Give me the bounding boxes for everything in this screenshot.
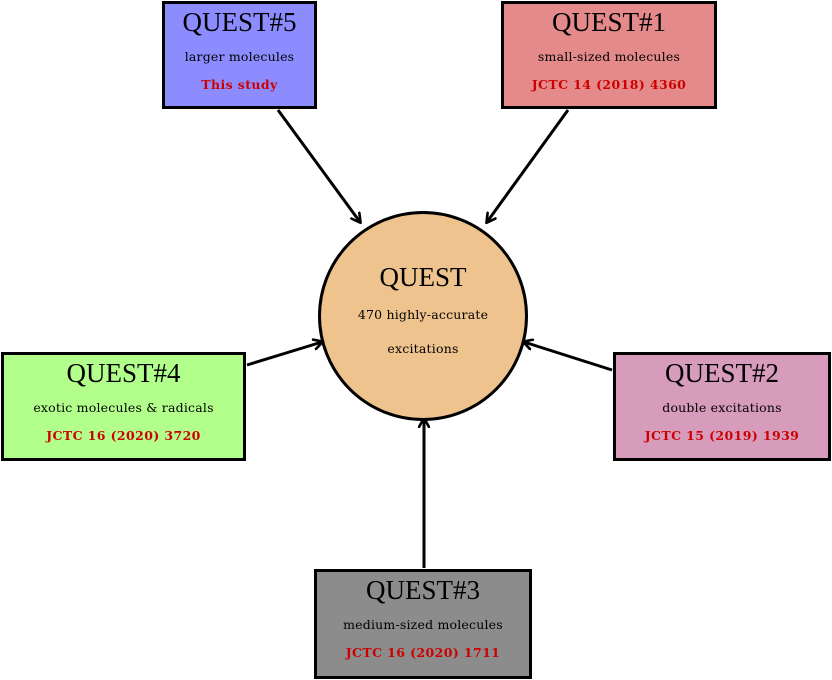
quest4-box: QUEST#4 exotic molecules & radicals JCTC… [1, 352, 246, 461]
quest4-title: QUEST#4 [66, 358, 181, 388]
center-description: 470 highly-accurate excitations [357, 307, 489, 356]
arrow-quest1-to-center [487, 109, 570, 222]
quest5-box: QUEST#5 larger molecules This study [162, 1, 317, 109]
quest4-subtitle: exotic molecules & radicals [33, 400, 214, 415]
quest3-title: QUEST#3 [366, 575, 480, 605]
quest5-title: QUEST#5 [182, 7, 297, 37]
quest1-title: QUEST#1 [552, 7, 666, 37]
quest2-reference: JCTC 15 (2019) 1939 [644, 428, 800, 443]
quest3-subtitle: medium-sized molecules [343, 617, 503, 632]
arrow-quest2-to-center [524, 342, 613, 372]
arrow-quest5-to-center [276, 109, 360, 222]
quest-center-node: QUEST 470 highly-accurate excitations [318, 211, 528, 421]
quest5-reference: This study [201, 77, 278, 92]
quest1-box: QUEST#1 small-sized molecules JCTC 14 (2… [501, 1, 717, 109]
quest1-subtitle: small-sized molecules [537, 49, 681, 64]
quest2-box: QUEST#2 double excitations JCTC 15 (2019… [613, 352, 831, 461]
quest1-reference: JCTC 14 (2018) 4360 [531, 77, 687, 92]
quest3-reference: JCTC 16 (2020) 1711 [345, 645, 501, 660]
quest3-box: QUEST#3 medium-sized molecules JCTC 16 (… [314, 569, 532, 679]
center-title: QUEST [379, 262, 467, 292]
arrow-quest4-to-center [246, 342, 322, 367]
quest2-title: QUEST#2 [665, 358, 779, 388]
quest5-subtitle: larger molecules [184, 49, 295, 64]
quest4-reference: JCTC 16 (2020) 3720 [46, 428, 201, 443]
quest2-subtitle: double excitations [662, 400, 782, 415]
